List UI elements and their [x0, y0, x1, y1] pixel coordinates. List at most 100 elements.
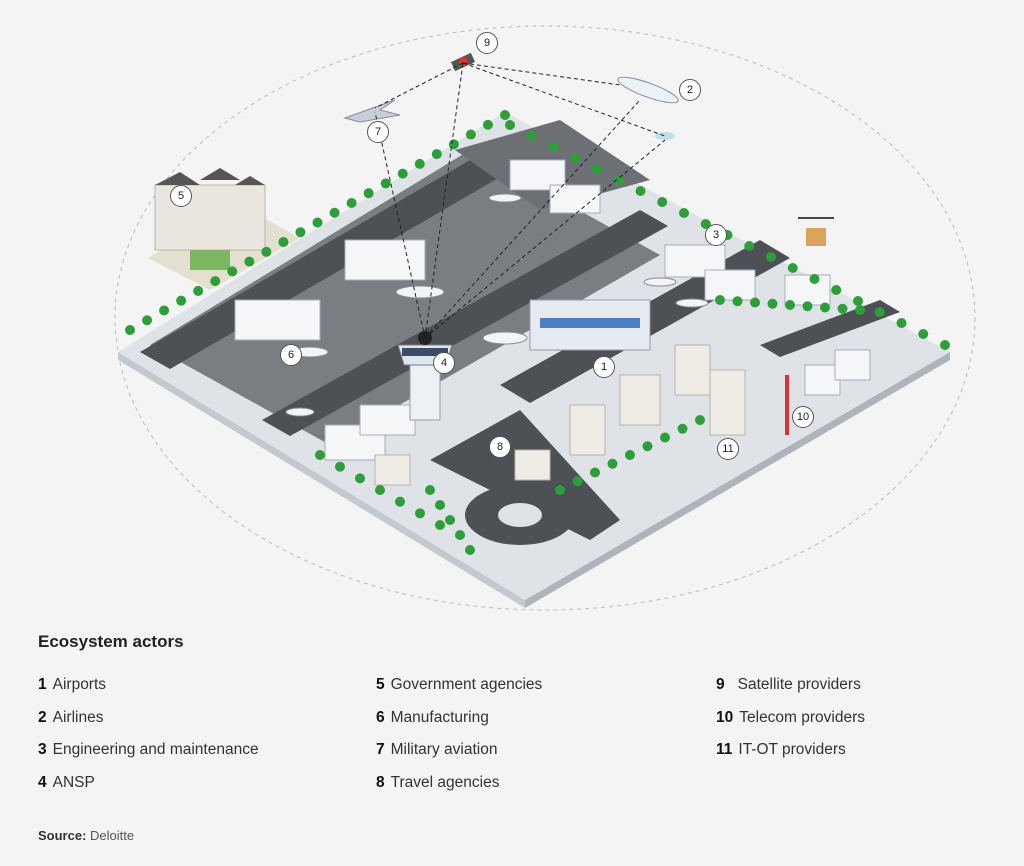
legend-label: Engineering and maintenance: [52, 741, 259, 758]
legend-number: 8: [376, 773, 385, 791]
tree: [448, 139, 459, 150]
tree: [590, 467, 600, 478]
tree: [820, 302, 830, 313]
tree: [853, 296, 863, 306]
tree: [785, 300, 795, 310]
source-value: Deloitte: [90, 828, 135, 843]
legend-number: 7: [376, 741, 385, 758]
tree: [227, 266, 238, 277]
tree: [142, 315, 153, 326]
legend-label: IT-OT providers: [738, 741, 846, 758]
tree: [455, 530, 465, 540]
legend-number: 1: [38, 676, 47, 693]
tree: [732, 296, 743, 307]
tree: [572, 476, 583, 487]
tree: [445, 515, 455, 525]
airliner: [617, 76, 679, 104]
tree: [346, 197, 357, 208]
legend-number: 9: [716, 676, 725, 693]
legend-label: Satellite providers: [737, 676, 861, 693]
legend-item: 9 Satellite providers: [716, 676, 865, 709]
legend-title: Ecosystem actors: [38, 632, 184, 651]
legend-label: Military aviation: [390, 741, 498, 758]
tree: [635, 186, 646, 196]
tree: [896, 318, 907, 328]
tree: [831, 285, 842, 295]
road-ring: [760, 300, 900, 357]
tree: [210, 276, 221, 287]
tree: [415, 508, 425, 519]
airport-ecosystem-illustration: 9 2 7 5 3 6 4 1 10 8 11: [114, 25, 976, 611]
tree: [363, 188, 374, 199]
board-ground: [118, 112, 950, 600]
drone-small: [655, 132, 675, 140]
tree: [244, 256, 255, 267]
tree: [465, 545, 475, 555]
tree: [625, 450, 635, 460]
board-side-right: [525, 352, 950, 608]
tree: [744, 241, 755, 251]
legend-item: 7 Military aviation: [376, 741, 542, 774]
source-label: Source:: [38, 828, 87, 843]
tree: [355, 473, 365, 484]
tree: [435, 520, 445, 530]
callout-10: 10: [792, 406, 814, 428]
legend-number: 4: [38, 773, 47, 791]
legend-label: Travel agencies: [390, 773, 500, 791]
tree: [431, 149, 442, 160]
tree: [526, 131, 537, 141]
tree: [715, 295, 725, 305]
tree: [787, 263, 798, 273]
ecosystem-boundary: [114, 25, 976, 611]
tree: [261, 246, 272, 257]
legend-item: 3 Engineering and maintenance: [38, 741, 259, 774]
legend-label: Airlines: [52, 708, 104, 726]
callout-6: 6: [280, 344, 302, 366]
legend-number: 3: [38, 741, 47, 758]
callout-2: 2: [679, 79, 701, 101]
callout-3: 3: [705, 224, 727, 246]
source-note: Source: Deloitte: [38, 828, 134, 843]
legend-item: 2 Airlines: [38, 709, 259, 742]
tree: [329, 207, 340, 218]
callout-7: 7: [367, 121, 389, 143]
tree: [278, 237, 289, 248]
tree: [940, 340, 950, 350]
legend-item: 1 Airports: [38, 676, 259, 709]
tree: [613, 175, 624, 185]
tree: [677, 423, 688, 434]
tree: [176, 295, 187, 306]
hangars: [234, 159, 871, 461]
tree: [642, 441, 653, 452]
tree: [435, 500, 445, 510]
tree: [335, 461, 345, 472]
tree: [425, 485, 435, 495]
callout-8: 8: [489, 436, 511, 458]
tree: [766, 252, 776, 262]
satellite: [450, 52, 476, 72]
callout-5: 5: [170, 185, 192, 207]
tree: [505, 120, 515, 130]
tree: [809, 274, 820, 284]
tree: [570, 153, 581, 163]
tree: [607, 458, 618, 469]
callout-1: 1: [593, 356, 615, 378]
legend-label: Government agencies: [390, 676, 543, 693]
tree: [295, 227, 306, 238]
airfield-apron: [150, 150, 660, 445]
tree: [465, 129, 476, 140]
legend-number: 2: [38, 708, 47, 726]
legend-label: Telecom providers: [739, 708, 866, 726]
legend-number: 11: [716, 741, 733, 758]
legend-item: 11 IT-OT providers: [716, 741, 865, 774]
legend-label: Airports: [52, 676, 107, 693]
tree: [802, 301, 813, 312]
tree: [482, 119, 493, 130]
callout-11: 11: [717, 438, 739, 460]
legend-label: ANSP: [52, 773, 95, 791]
tree: [375, 485, 385, 495]
tree: [315, 450, 325, 460]
